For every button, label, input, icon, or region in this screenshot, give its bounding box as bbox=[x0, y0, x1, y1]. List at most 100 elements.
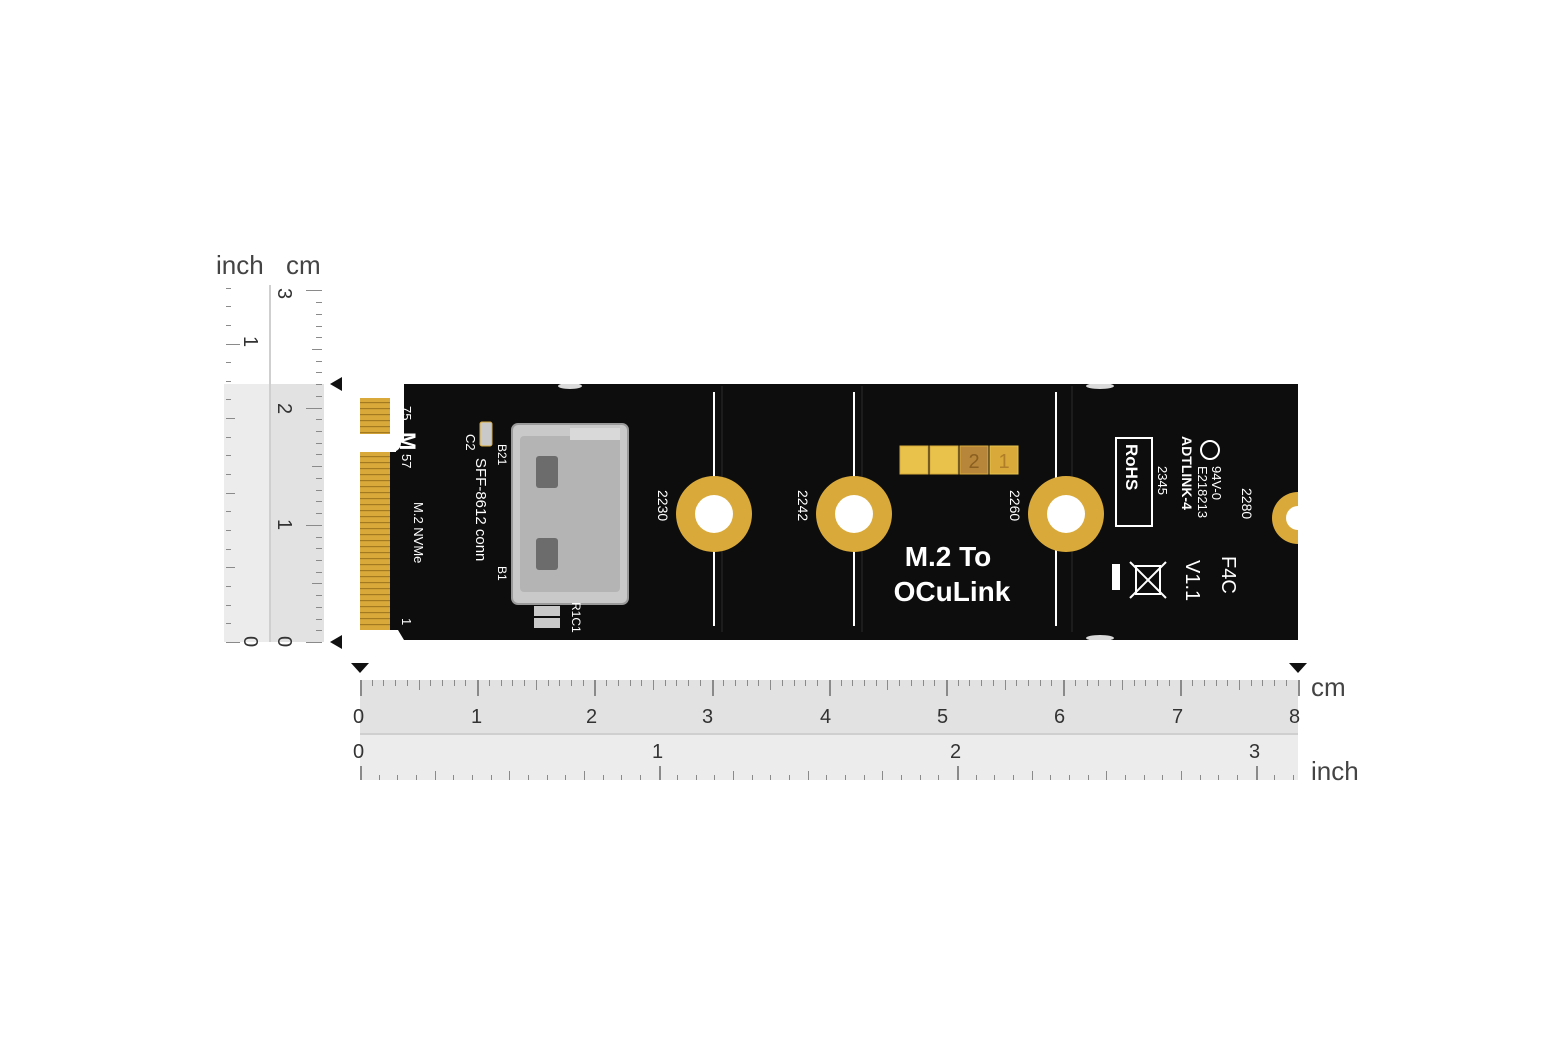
vertical-ruler-cm-band bbox=[270, 384, 324, 642]
edge-pin-75: 75 bbox=[399, 406, 414, 420]
horizontal-ruler-cm-tick bbox=[922, 680, 924, 686]
mount-2242-label: 2242 bbox=[795, 490, 811, 521]
vertical-ruler-cm-tick bbox=[306, 407, 322, 409]
horizontal-ruler-cm-tick bbox=[852, 680, 854, 686]
horizontal-ruler-inch-tick bbox=[1106, 771, 1108, 780]
edge-contacts-lower bbox=[360, 452, 390, 630]
vertical-ruler-cm-tick bbox=[316, 477, 322, 479]
pad-2 bbox=[959, 445, 989, 475]
horizontal-ruler-cm-label-6: 6 bbox=[1054, 706, 1066, 728]
vertical-ruler-inch-tick bbox=[226, 418, 235, 420]
pad-b bbox=[929, 445, 959, 475]
date-code: 2345 bbox=[1155, 466, 1170, 495]
mount-2230-label: 2230 bbox=[655, 490, 671, 521]
horizontal-ruler-cm-tick bbox=[1133, 680, 1135, 686]
horizontal-ruler-inch-label-0: 0 bbox=[353, 741, 365, 763]
horizontal-ruler-cm-label-2: 2 bbox=[586, 706, 598, 728]
horizontal-ruler-inch-tick bbox=[639, 775, 641, 780]
horizontal-ruler-cm-tick bbox=[1028, 680, 1030, 686]
horizontal-ruler-inch-tick bbox=[677, 775, 679, 780]
vertical-ruler-inch-tick bbox=[226, 287, 231, 289]
vertical-ruler-cm-tick bbox=[316, 618, 322, 620]
vertical-ruler-cm-label-0: 0 bbox=[273, 635, 296, 648]
mount-hole-2242 bbox=[816, 476, 892, 552]
horizontal-ruler-cm-tick bbox=[594, 680, 597, 696]
vertical-ruler-cm-tick bbox=[316, 360, 322, 362]
horizontal-ruler-cm-tick bbox=[1203, 680, 1205, 686]
horizontal-ruler-inch-tick bbox=[471, 775, 473, 780]
horizontal-ruler-cm-tick bbox=[735, 680, 737, 686]
vertical-ruler-cm-tick bbox=[316, 595, 322, 597]
horizontal-ruler-cm-tick bbox=[1274, 680, 1276, 686]
horizontal-ruler-inch-label-3: 3 bbox=[1249, 741, 1261, 763]
vertical-marker-bottom-icon bbox=[330, 635, 342, 649]
vertical-ruler-cm-tick bbox=[316, 313, 322, 315]
vertical-ruler-cm-tick bbox=[316, 501, 322, 503]
horizontal-ruler-cm-tick bbox=[570, 680, 572, 686]
horizontal-ruler-cm-label-4: 4 bbox=[820, 706, 832, 728]
resistor-r1 bbox=[534, 606, 560, 616]
horizontal-ruler-cm-tick bbox=[1004, 680, 1006, 690]
horizontal-ruler-cm-tick bbox=[1239, 680, 1240, 690]
revision-code: F4C bbox=[1217, 556, 1239, 594]
vertical-ruler-inch-label-1: 1 bbox=[239, 335, 262, 348]
horizontal-ruler-cm-tick bbox=[1121, 680, 1123, 690]
edge-pin-1: 1 bbox=[399, 618, 414, 625]
vertical-ruler-cm-tick bbox=[316, 337, 322, 339]
version-label: V1.1 bbox=[1181, 560, 1203, 601]
horizontal-ruler-cm-tick bbox=[781, 680, 783, 686]
horizontal-ruler-inch-unit: inch bbox=[1311, 756, 1359, 786]
horizontal-ruler-cm-tick bbox=[430, 680, 432, 686]
horizontal-ruler-inch-tick bbox=[826, 775, 828, 780]
horizontal-ruler-inch-tick bbox=[863, 775, 865, 780]
horizontal-ruler-cm-tick bbox=[1227, 680, 1229, 686]
vertical-ruler-inch-tick bbox=[226, 362, 231, 364]
horizontal-ruler-cm-tick bbox=[840, 680, 842, 686]
mount-2280-label: 2280 bbox=[1239, 488, 1255, 519]
horizontal-ruler-cm-tick bbox=[899, 680, 901, 686]
vertical-ruler-inch-tick bbox=[226, 380, 231, 382]
horizontal-ruler-inch-tick bbox=[397, 775, 399, 780]
horizontal-ruler-cm-tick bbox=[1168, 680, 1170, 686]
vertical-ruler-cm-tick bbox=[316, 548, 322, 550]
vertical-marker-top-icon bbox=[330, 377, 342, 391]
horizontal-ruler-inch-tick bbox=[919, 775, 921, 780]
vertical-ruler-inch-unit: inch bbox=[216, 250, 264, 280]
horizontal-ruler-cm-tick bbox=[746, 680, 748, 686]
ul-file: E218213 bbox=[1195, 466, 1210, 518]
horizontal-ruler-inch-tick bbox=[621, 775, 623, 780]
horizontal-ruler-cm-tick bbox=[1039, 680, 1041, 686]
horizontal-ruler-cm-tick bbox=[1297, 680, 1300, 696]
vertical-ruler-cm-tick bbox=[306, 524, 322, 526]
horizontal-ruler-cm-tick bbox=[360, 680, 362, 696]
horizontal-ruler-cm-tick bbox=[981, 680, 983, 686]
horizontal-ruler-inch-tick bbox=[583, 771, 585, 780]
horizontal-ruler-inch-tick bbox=[901, 775, 903, 780]
horizontal-ruler-inch-tick bbox=[714, 775, 716, 780]
vertical-ruler-inch-tick bbox=[226, 474, 231, 476]
horizontal-ruler-cm-tick bbox=[664, 680, 666, 686]
vertical-ruler-cm-tick bbox=[312, 466, 322, 468]
vertical-ruler-cm-label-1: 1 bbox=[273, 518, 296, 531]
horizontal-ruler-cm-label-8: 8 bbox=[1289, 706, 1301, 728]
horizontal-ruler-inch-tick bbox=[845, 775, 847, 780]
vertical-ruler-inch-tick bbox=[226, 399, 231, 401]
horizontal-ruler-cm-tick bbox=[1262, 680, 1264, 686]
horizontal-marker-right-icon bbox=[1289, 663, 1307, 673]
horizontal-ruler-inch-tick bbox=[975, 775, 977, 780]
horizontal-ruler-cm-tick bbox=[617, 680, 619, 686]
horizontal-ruler-cm-tick bbox=[676, 680, 678, 686]
edge-pin-57: 57 bbox=[399, 454, 414, 468]
vertical-ruler-cm-tick bbox=[306, 642, 322, 643]
pad-2-label: 2 bbox=[968, 451, 979, 473]
mount-hole-2230 bbox=[676, 476, 752, 552]
vertical-ruler-cm-tick bbox=[316, 630, 322, 632]
vertical-ruler-inch-tick bbox=[226, 642, 240, 643]
mount-2260-label: 2260 bbox=[1007, 490, 1023, 521]
horizontal-ruler-inch-tick bbox=[490, 775, 492, 780]
ul-mark-icon bbox=[1200, 440, 1220, 460]
horizontal-ruler-cm-tick bbox=[934, 680, 936, 686]
pin-b21-label: B21 bbox=[495, 444, 509, 466]
horizontal-ruler-inch-tick bbox=[1124, 775, 1126, 780]
horizontal-ruler-cm-tick bbox=[1215, 680, 1217, 686]
